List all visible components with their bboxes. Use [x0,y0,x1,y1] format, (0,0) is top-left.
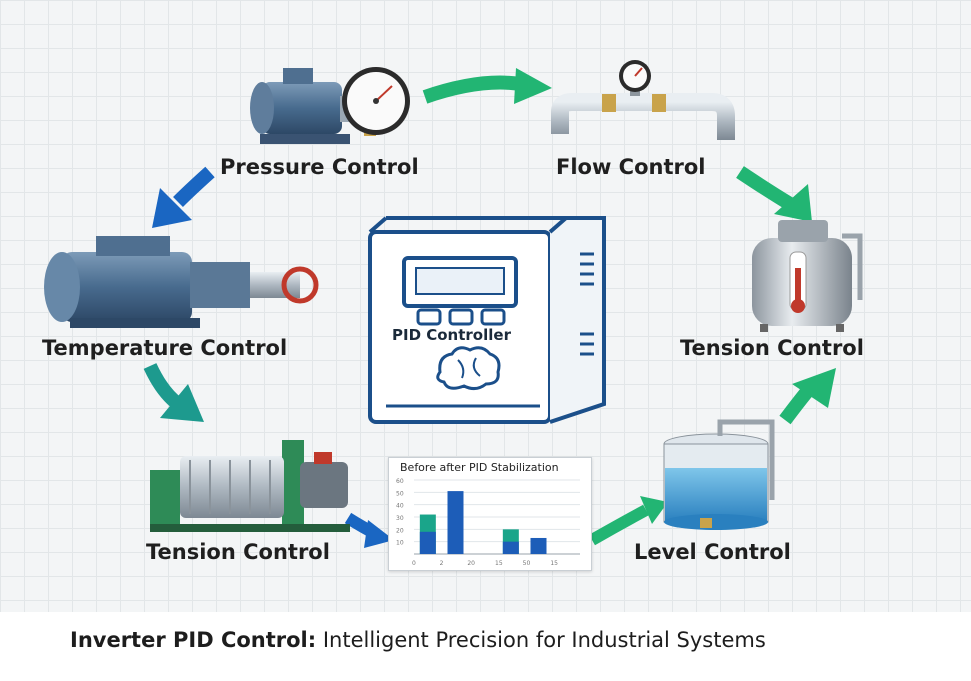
arrow-flow-to-tension-right [736,166,812,222]
pressure-control-label: Pressure Control [220,155,419,179]
level-tank-illustration [663,419,775,530]
footer-caption: Inverter PID Control: Intelligent Precis… [70,628,766,652]
chart-x-tick-label: 0 [412,560,416,567]
arrow-temperature-to-tension-left [143,362,204,422]
footer-bar [0,612,971,681]
temperature-motor-illustration [44,236,319,328]
chart-y-tick-label: 20 [396,527,404,534]
tension-tank-illustration [752,220,863,332]
chart-y-tick-label: 30 [396,515,404,522]
arrow-chart-to-level [589,496,668,546]
stabilization-bar-chart: 60 50 40 30 20 10 0 2 20 15 50 15 [396,478,580,567]
level-control-label: Level Control [634,540,791,564]
temperature-control-label: Temperature Control [42,336,288,360]
chart-title: Before after PID Stabilization [400,461,559,474]
chart-y-tick-label: 60 [396,478,404,485]
pid-controller-device [368,216,606,424]
footer-caption-rest: Intelligent Precision for Industrial Sys… [316,628,766,652]
tension-control-label-left: Tension Control [146,540,330,564]
arrow-level-to-tension-right [779,368,836,425]
footer-caption-bold: Inverter PID Control: [70,628,317,652]
chart-bar [502,541,519,554]
chart-bar [419,531,436,554]
chart-bar [447,491,464,554]
arrow-pressure-to-flow [422,68,552,104]
chart-y-tick-label: 40 [396,503,404,510]
chart-x-tick-label: 20 [467,560,475,567]
tension-winch-illustration [150,440,350,532]
arrow-pressure-to-temperature [152,166,215,228]
chart-y-tick-label: 50 [396,490,404,497]
flow-control-label: Flow Control [556,155,706,179]
chart-x-tick-label: 15 [550,560,558,567]
tension-control-label-right: Tension Control [680,336,864,360]
chart-bar [530,537,547,554]
chart-x-tick-label: 2 [440,560,444,567]
flow-pipe-illustration [551,60,735,140]
chart-x-tick-label: 50 [523,560,531,567]
pid-controller-label: PID Controller [392,326,511,344]
chart-y-tick-label: 10 [396,540,404,547]
chart-x-tick-label: 15 [495,560,503,567]
arrow-tension-to-chart [344,512,394,548]
pressure-pump-illustration [250,67,410,144]
